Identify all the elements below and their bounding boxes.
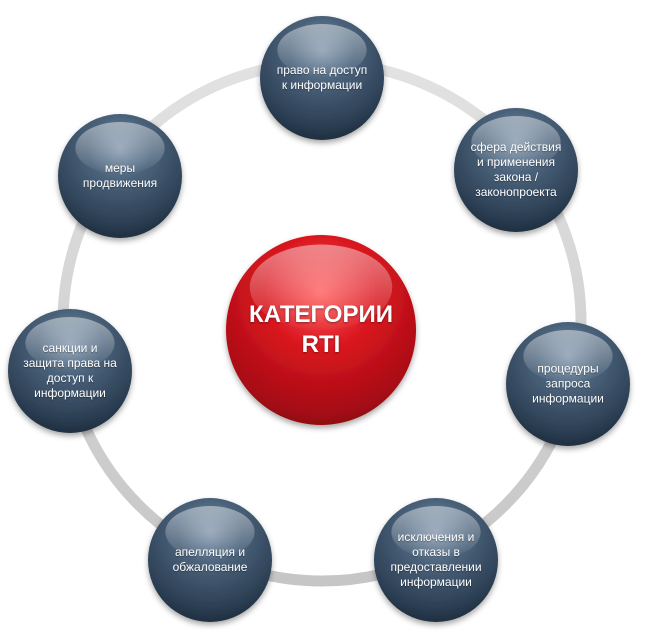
- category-node-gloss: [25, 317, 115, 370]
- category-node-request-procedures: [506, 322, 630, 446]
- category-node-gloss: [523, 330, 613, 383]
- category-node-promotion: [58, 114, 182, 238]
- category-node-sanctions: [8, 309, 132, 433]
- category-node-gloss: [391, 506, 481, 559]
- center-circle-gloss: [249, 244, 393, 330]
- category-node-exceptions: [374, 498, 498, 622]
- category-node-gloss: [471, 116, 561, 169]
- category-node-scope: [454, 108, 578, 232]
- category-node-access-right: [260, 16, 384, 140]
- category-node-appeal: [148, 498, 272, 622]
- category-node-gloss: [75, 122, 165, 175]
- category-node-gloss: [165, 506, 255, 559]
- category-node-gloss: [277, 24, 367, 77]
